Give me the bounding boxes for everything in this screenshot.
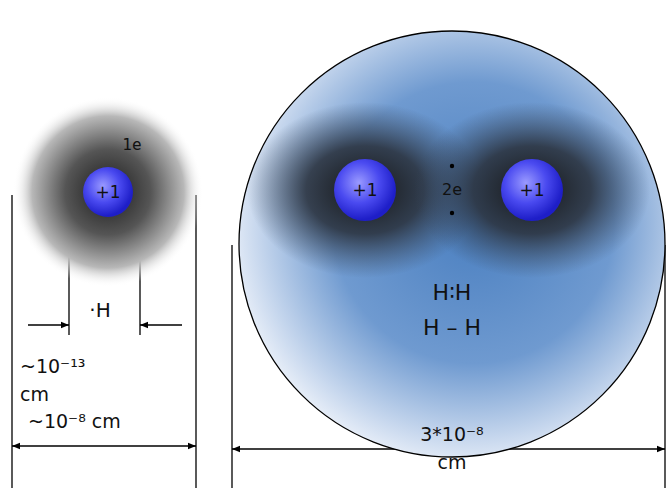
molecule-size: 3*10⁻⁸ cm bbox=[411, 420, 493, 476]
nucleus-sphere bbox=[334, 159, 396, 221]
nucleus-sphere bbox=[83, 167, 133, 217]
electron-dot bbox=[450, 211, 454, 215]
nucleus-charge: +1 bbox=[95, 182, 120, 202]
molecule-label: 2e bbox=[442, 180, 462, 199]
extension-line bbox=[195, 195, 196, 488]
molecule-boundary bbox=[239, 31, 665, 457]
extension-line bbox=[664, 245, 665, 488]
nucleus: +1 bbox=[82, 166, 134, 218]
nucleus-charge: +1 bbox=[352, 180, 377, 200]
dimension-arrow bbox=[28, 324, 69, 325]
nucleus: +1 bbox=[333, 158, 397, 222]
atom-size: ~10⁻⁸ cm bbox=[28, 410, 121, 433]
electron-cloud: +1 1e bbox=[13, 97, 203, 287]
nucleus-size: ~10⁻¹³ cm bbox=[20, 352, 82, 408]
electron-cloud-shading bbox=[13, 97, 203, 287]
molecule-cloud: +1 +1 2eH∶H H – H bbox=[238, 30, 666, 458]
electron-count: 1e bbox=[122, 135, 141, 154]
nucleus: +1 bbox=[500, 158, 564, 222]
extension-line bbox=[11, 195, 12, 488]
electron-density bbox=[414, 102, 650, 278]
electron-density bbox=[247, 102, 483, 278]
nucleus-charge: +1 bbox=[519, 180, 544, 200]
molecule-label: H∶H bbox=[433, 280, 472, 306]
atom-symbol: ·H bbox=[89, 298, 110, 322]
nucleus-sphere bbox=[501, 159, 563, 221]
molecule-label: H – H bbox=[423, 315, 481, 341]
dimension-arrow bbox=[140, 324, 182, 325]
electron-dot bbox=[450, 164, 454, 168]
dimension-arrow bbox=[12, 445, 196, 446]
extension-line bbox=[231, 245, 232, 488]
molecule-cloud-outline bbox=[238, 30, 666, 458]
